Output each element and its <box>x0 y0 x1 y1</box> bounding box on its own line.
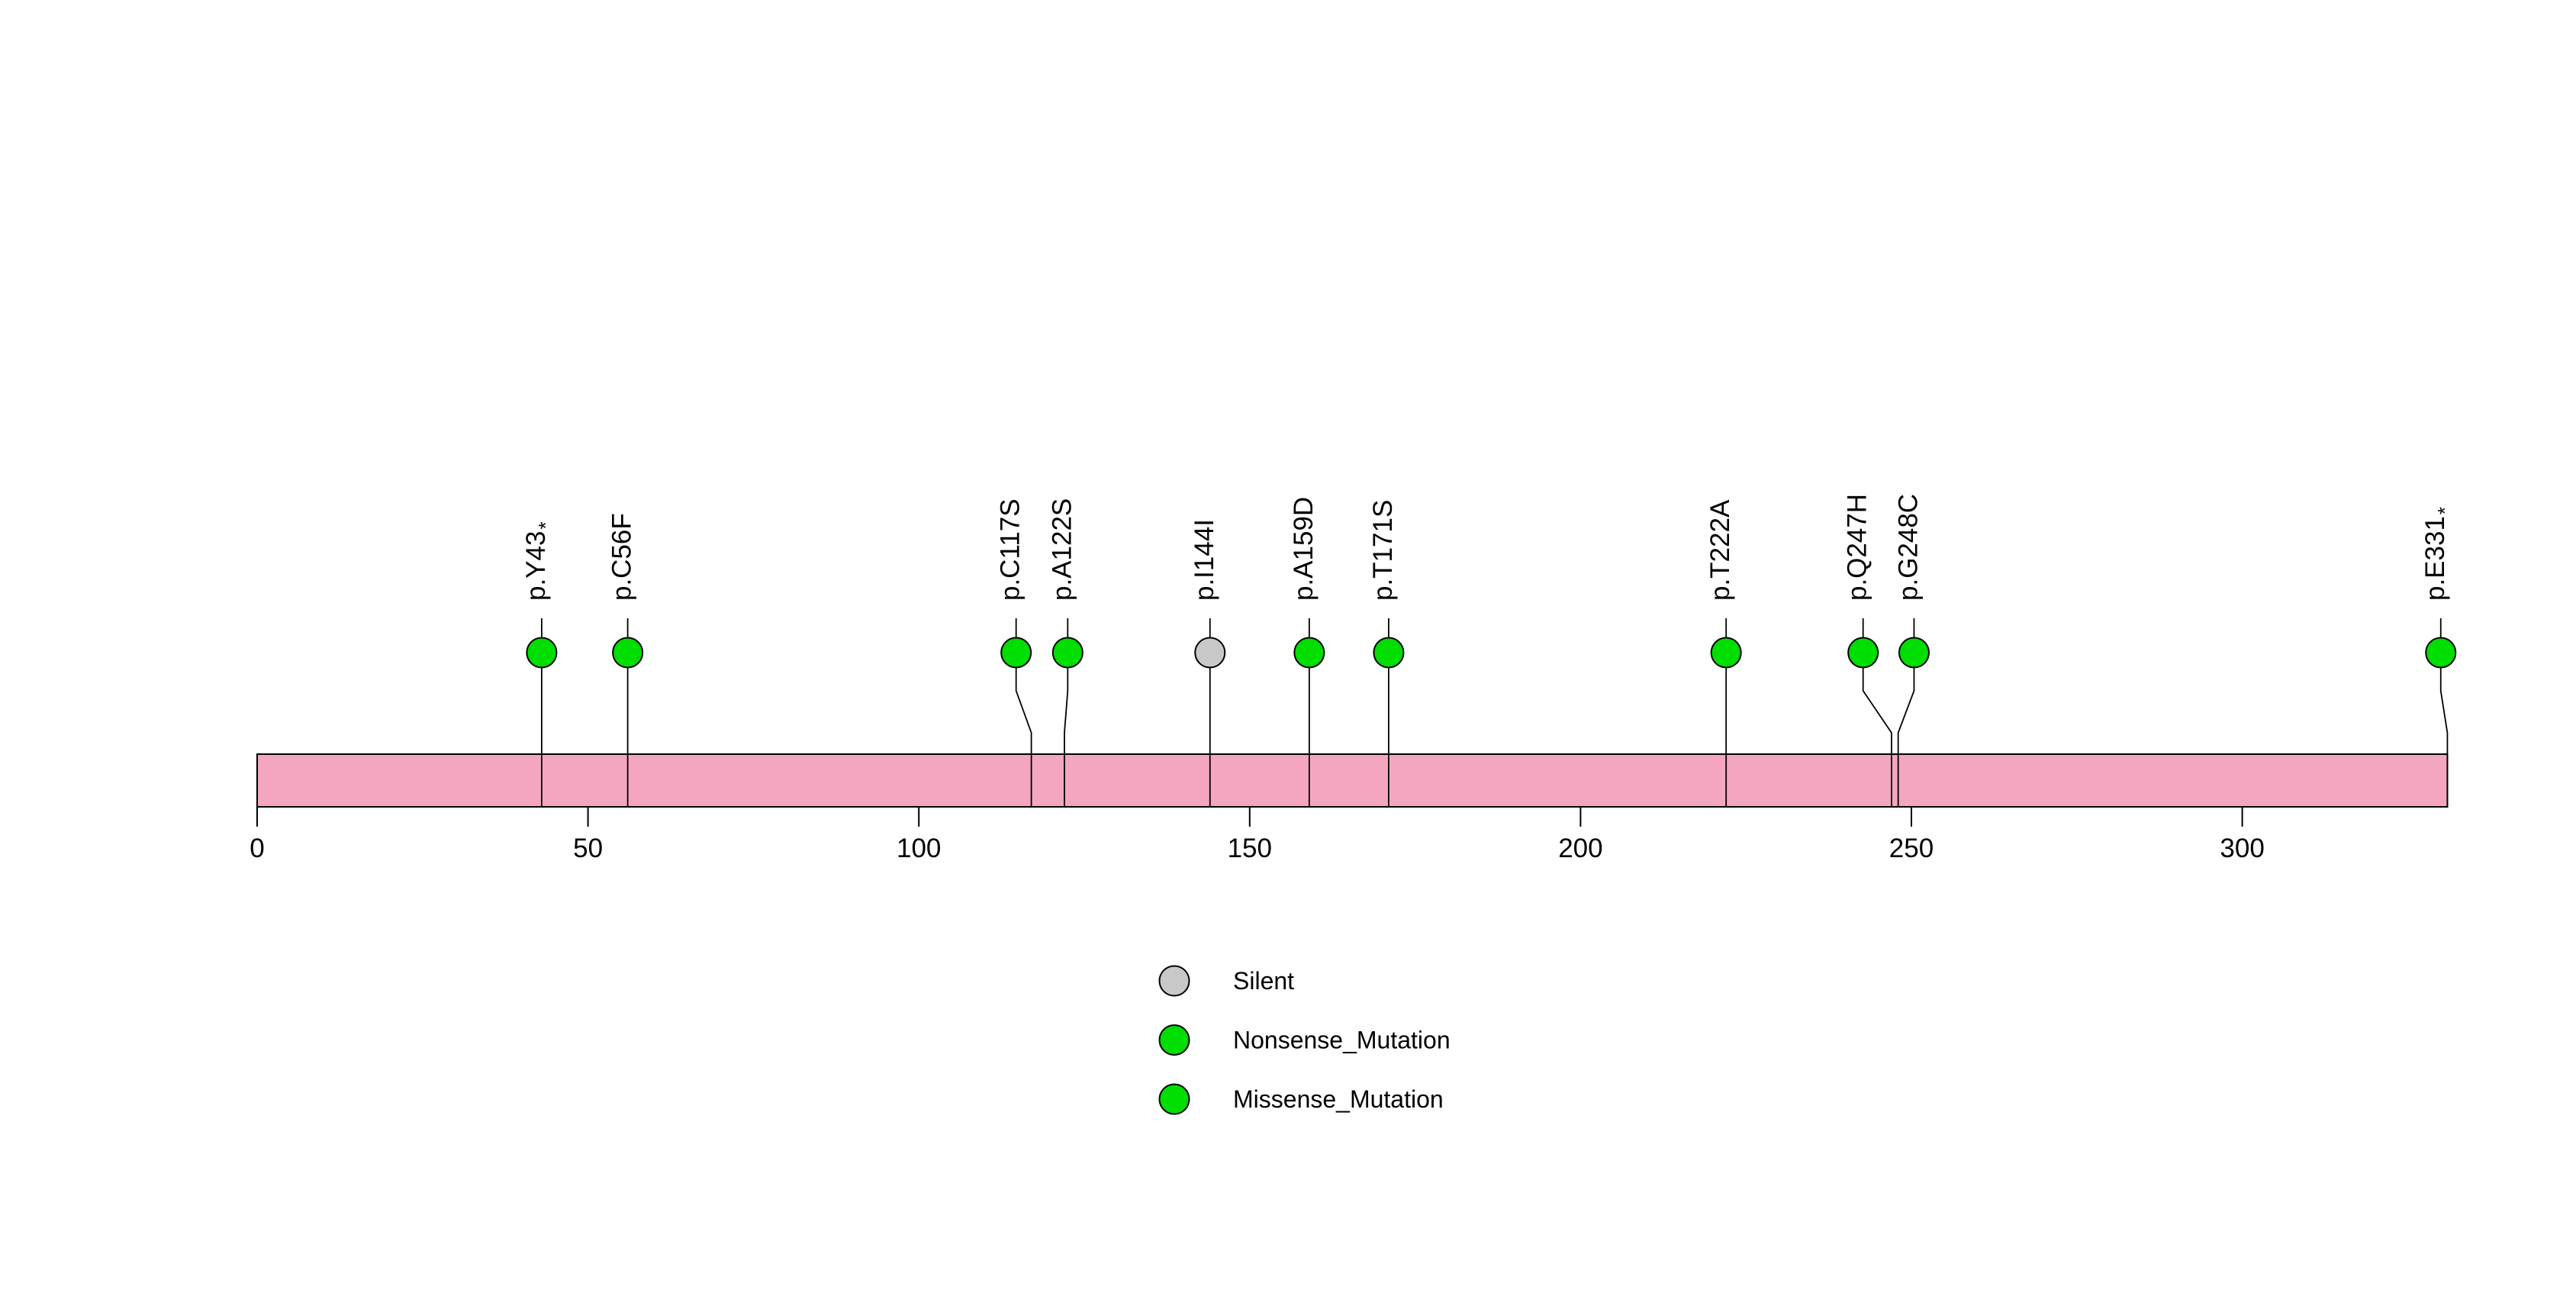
stop-asterisk: * <box>2433 507 2456 514</box>
mutation-circle <box>526 637 558 669</box>
mutation-label: p.I144I <box>1190 519 1219 601</box>
mutation-circle <box>1000 637 1032 669</box>
axis-tick-label: 0 <box>250 834 264 863</box>
mutation-label: p.T222A <box>1705 499 1735 601</box>
axis-tick-label: 50 <box>573 834 603 863</box>
axis-tick-label: 300 <box>2220 834 2264 863</box>
mutation-circle <box>612 637 644 669</box>
axis-tick-label: 250 <box>1889 834 1934 863</box>
mutation-label: p.Y43* <box>521 521 557 601</box>
axis-tick-label: 100 <box>897 834 941 863</box>
mutation-circle <box>1710 637 1742 669</box>
mutation-label: p.A159D <box>1289 497 1319 601</box>
mutation-circle <box>1898 637 1930 669</box>
mutation-circle <box>2425 637 2457 669</box>
mutation-label: p.C117S <box>996 498 1026 601</box>
mutation-circle <box>1847 637 1879 669</box>
mutation-label: p.G248C <box>1893 494 1923 601</box>
legend-label: Silent <box>1233 967 1294 995</box>
protein-bar <box>256 753 2449 808</box>
legend-swatch-nonsense_mutation <box>1158 1024 1190 1056</box>
mutation-circle <box>1373 637 1405 669</box>
stop-asterisk: * <box>534 521 557 529</box>
mutation-label: p.A122S <box>1047 498 1077 601</box>
mutation-label: p.Q247H <box>1843 494 1872 601</box>
legend-swatch-missense_mutation <box>1158 1083 1190 1115</box>
mutation-label: p.T171S <box>1368 500 1398 601</box>
mutation-label: p.E331* <box>2420 507 2456 601</box>
axis-tick-label: 150 <box>1228 834 1272 863</box>
mutation-circle <box>1293 637 1325 669</box>
legend-label: Nonsense_Mutation <box>1233 1027 1451 1054</box>
mutation-circle <box>1194 637 1226 669</box>
axis-tick-label: 200 <box>1558 834 1602 863</box>
mutation-circle <box>1051 637 1084 669</box>
legend-label: Missense_Mutation <box>1233 1085 1444 1113</box>
mutation-label: p.C56F <box>607 513 637 601</box>
legend-swatch-silent <box>1158 965 1190 997</box>
